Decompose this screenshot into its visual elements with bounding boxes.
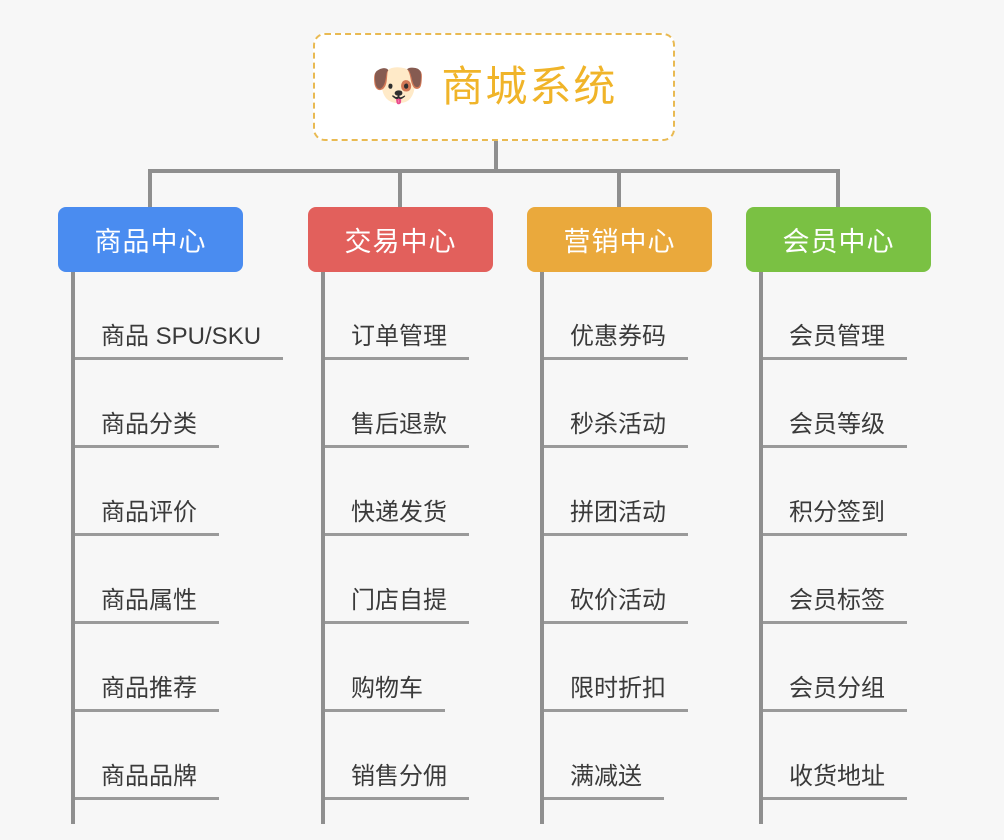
leaf-item-label: 门店自提 [325,587,469,624]
leaf-item-label: 拼团活动 [544,499,688,536]
leaf-item[interactable]: 收货地址 [763,712,907,800]
leaf-item[interactable]: 秒杀活动 [544,360,688,448]
leaf-item-label: 商品 SPU/SKU [75,323,284,360]
leaf-item-label: 秒杀活动 [544,411,688,448]
leaf-item[interactable]: 会员标签 [763,536,907,624]
leaf-item[interactable]: 快递发货 [325,448,469,536]
leaf-item-label: 积分签到 [763,499,907,536]
leaf-item[interactable]: 会员分组 [763,624,907,712]
dog-face-icon: 🐶 [370,61,426,110]
leaf-item[interactable]: 限时折扣 [544,624,688,712]
column-product-center: 商品中心商品 SPU/SKU 商品分类商品评价商品属性商品推荐商品品牌 [58,207,284,824]
leaf-item[interactable]: 满减送 [544,712,664,800]
leaf-item[interactable]: 优惠券码 [544,272,688,360]
leaf-item-label: 售后退款 [325,411,469,448]
leaf-item[interactable]: 拼团活动 [544,448,688,536]
leaf-item-label: 销售分佣 [325,763,469,800]
leaf-item-label: 满减送 [544,763,664,800]
connector-drop-marketing-center [617,169,621,209]
leaf-item-label: 快递发货 [325,499,469,536]
column-member-center: 会员中心会员管理会员等级积分签到会员标签会员分组收货地址 [746,207,931,824]
leaf-item[interactable]: 商品推荐 [75,624,219,712]
root-node[interactable]: 🐶 商城系统 [313,33,675,141]
connector-drop-product-center [148,169,152,209]
leaf-item[interactable]: 售后退款 [325,360,469,448]
branch-product-center: 商品 SPU/SKU 商品分类商品评价商品属性商品推荐商品品牌 [71,272,284,824]
root-title: 商城系统 [441,63,618,110]
leaf-item-label: 商品评价 [75,499,219,536]
connector-drop-member-center [836,169,840,209]
branch-marketing-center: 优惠券码秒杀活动拼团活动砍价活动限时折扣满减送 [540,272,712,824]
category-header-product-center[interactable]: 商品中心 [58,207,243,272]
leaf-item-label: 会员分组 [763,675,907,712]
leaf-item[interactable]: 销售分佣 [325,712,469,800]
leaf-item[interactable]: 商品分类 [75,360,219,448]
leaf-item[interactable]: 购物车 [325,624,445,712]
leaf-item[interactable]: 门店自提 [325,536,469,624]
leaf-item-label: 会员管理 [763,323,907,360]
category-header-member-center[interactable]: 会员中心 [746,207,931,272]
leaf-item-label: 商品属性 [75,587,219,624]
leaf-item[interactable]: 订单管理 [325,272,469,360]
leaf-item-label: 限时折扣 [544,675,688,712]
leaf-item[interactable]: 积分签到 [763,448,907,536]
leaf-item[interactable]: 砍价活动 [544,536,688,624]
column-trade-center: 交易中心订单管理售后退款快递发货门店自提购物车销售分佣 [308,207,493,824]
column-marketing-center: 营销中心优惠券码秒杀活动拼团活动砍价活动限时折扣满减送 [527,207,712,824]
connector-horizontal-bus [148,169,836,173]
connector-root-stem [494,141,498,171]
branch-trade-center: 订单管理售后退款快递发货门店自提购物车销售分佣 [321,272,493,824]
category-header-trade-center[interactable]: 交易中心 [308,207,493,272]
leaf-item-label: 商品分类 [75,411,219,448]
leaf-item-label: 砍价活动 [544,587,688,624]
leaf-item-label: 收货地址 [763,763,907,800]
category-header-marketing-center[interactable]: 营销中心 [527,207,712,272]
leaf-item-label: 商品推荐 [75,675,219,712]
leaf-item-label: 商品品牌 [75,763,219,800]
leaf-item-label: 订单管理 [325,323,469,360]
leaf-item-label: 会员标签 [763,587,907,624]
leaf-item[interactable]: 商品属性 [75,536,219,624]
leaf-item-label: 会员等级 [763,411,907,448]
leaf-item[interactable]: 会员等级 [763,360,907,448]
connector-drop-trade-center [398,169,402,209]
leaf-item[interactable]: 商品品牌 [75,712,219,800]
leaf-item-label: 优惠券码 [544,323,688,360]
branch-member-center: 会员管理会员等级积分签到会员标签会员分组收货地址 [759,272,931,824]
leaf-item[interactable]: 商品 SPU/SKU [75,272,284,360]
leaf-item[interactable]: 会员管理 [763,272,907,360]
leaf-item-label: 购物车 [325,675,445,712]
leaf-item[interactable]: 商品评价 [75,448,219,536]
